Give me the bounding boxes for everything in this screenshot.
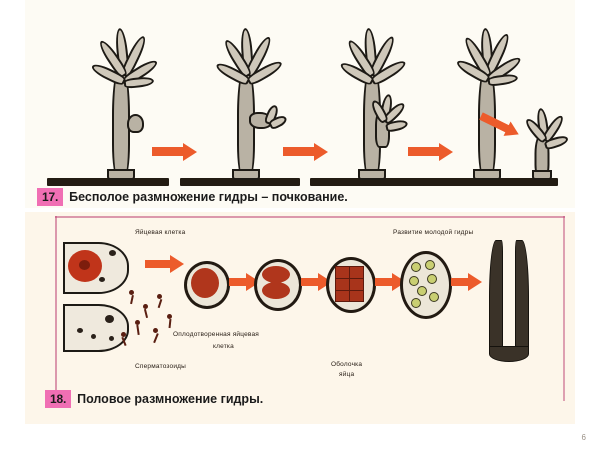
sperm-source-nucleus <box>77 328 83 333</box>
caption-text: Бесполое размножение гидры – почкование. <box>69 190 348 204</box>
wall-nucleus <box>99 277 105 282</box>
panel-sexual-reproduction: Яйцевая клетка Развитие молодой гидры Оп… <box>25 212 575 424</box>
sperm-tail <box>157 298 162 309</box>
asexual-stage-3 <box>321 27 441 180</box>
hydra-tentacle <box>123 75 155 89</box>
cleavage-arrow <box>301 278 319 286</box>
hydra-foot <box>232 169 260 180</box>
parent-hydra <box>338 27 409 180</box>
substrate-bar <box>423 178 558 186</box>
cleavage-arrow <box>229 278 247 286</box>
asexual-stage-1 <box>63 27 183 180</box>
stage-blastula <box>401 252 451 318</box>
sperm-head <box>157 294 162 299</box>
sperm-tail <box>136 324 140 336</box>
progress-arrow <box>152 147 184 156</box>
label-egg-shell-line1: Оболочка <box>331 361 363 368</box>
caption-sexual: 18. Половое размножение гидры. <box>45 390 263 408</box>
young-hydra-right-wall <box>515 240 529 354</box>
progress-arrow <box>283 147 315 156</box>
stage-two-cell <box>255 260 301 310</box>
parent-hydra <box>89 27 160 180</box>
blastula-cell <box>411 262 421 272</box>
young-hydra-arrow <box>451 278 469 286</box>
panel-rule-left <box>55 216 57 401</box>
sperm-head <box>121 332 126 337</box>
blastomere <box>335 290 350 302</box>
substrate-bar <box>47 178 169 186</box>
bud-body <box>127 114 144 133</box>
label-egg-cell: Яйцевая клетка <box>135 229 186 236</box>
sperm-tail <box>153 333 159 343</box>
panel-rule-top <box>55 216 565 218</box>
asexual-stage-4 <box>445 27 575 180</box>
parent-hydra <box>454 27 524 180</box>
panel-asexual-reproduction: 17. Бесполое размножение гидры – почкова… <box>25 0 575 208</box>
parent-hydra <box>214 27 289 180</box>
hydra-bud <box>249 103 289 134</box>
blastula-cell <box>411 298 421 308</box>
asexual-stage-2 <box>193 27 313 180</box>
sperm-source-nucleus <box>105 315 114 323</box>
sperm-source-nucleus <box>109 336 114 341</box>
page-number: 6 <box>581 433 586 442</box>
blastula-arrow <box>375 278 393 286</box>
young-hydra-left-wall <box>489 240 503 354</box>
progress-arrow <box>408 147 440 156</box>
caption-text: Половое размножение гидры. <box>77 392 264 406</box>
caption-number: 18. <box>45 390 72 408</box>
blastula-cell <box>409 276 419 286</box>
hydra-bud <box>369 93 413 148</box>
wall-nucleus <box>109 250 116 256</box>
stage-fertilized-zygote <box>185 262 229 308</box>
label-fertilized-egg-line2: клетка <box>213 343 234 350</box>
blastula-cell <box>417 286 427 296</box>
blastula-cell <box>425 260 435 270</box>
young-hydra-base <box>489 346 529 362</box>
blastula-cell <box>429 292 439 302</box>
stage-multi-cell-cleavage <box>327 258 375 312</box>
polyp-wall-ovum <box>63 242 129 294</box>
zygote-cytoplasm <box>191 268 219 298</box>
hydra-foot <box>107 169 135 180</box>
label-fertilized-egg-line1: Оплодотворенная яйцевая <box>173 331 260 338</box>
hydra-bud <box>127 114 144 133</box>
sperm-tail <box>130 294 134 305</box>
ovum-nucleus <box>79 260 90 270</box>
young-hydra-foot <box>532 170 552 180</box>
blastomere <box>262 266 290 283</box>
sperm-head <box>167 314 172 319</box>
caption-asexual: 17. Бесполое размножение гидры – почкова… <box>37 188 348 206</box>
sperm-tail <box>168 318 171 329</box>
fertilization-arrow <box>145 260 171 268</box>
hydra-foot <box>473 169 501 180</box>
label-spermatozoa: Сперматозоиды <box>135 363 187 370</box>
sperm-head <box>135 320 140 325</box>
label-young-hydra-development: Развитие молодой гидры <box>393 229 474 236</box>
substrate-bar <box>310 178 430 186</box>
stage-young-hydra <box>481 234 543 384</box>
blastomere <box>262 282 290 299</box>
panel-rule-right <box>563 216 565 401</box>
substrate-bar <box>180 178 300 186</box>
sperm-source-nucleus <box>91 334 96 339</box>
blastula-cell <box>427 274 437 284</box>
polyp-wall-sperm <box>63 304 129 352</box>
sperm-head <box>153 328 158 333</box>
hydra-foot <box>358 169 386 180</box>
detached-young-hydra <box>519 107 570 180</box>
sperm-head <box>143 304 148 309</box>
label-egg-shell-line2: яйца <box>339 371 355 378</box>
caption-number: 17. <box>37 188 64 206</box>
sperm-tail <box>143 308 148 319</box>
sperm-head <box>129 290 134 295</box>
blastomere <box>349 290 364 302</box>
